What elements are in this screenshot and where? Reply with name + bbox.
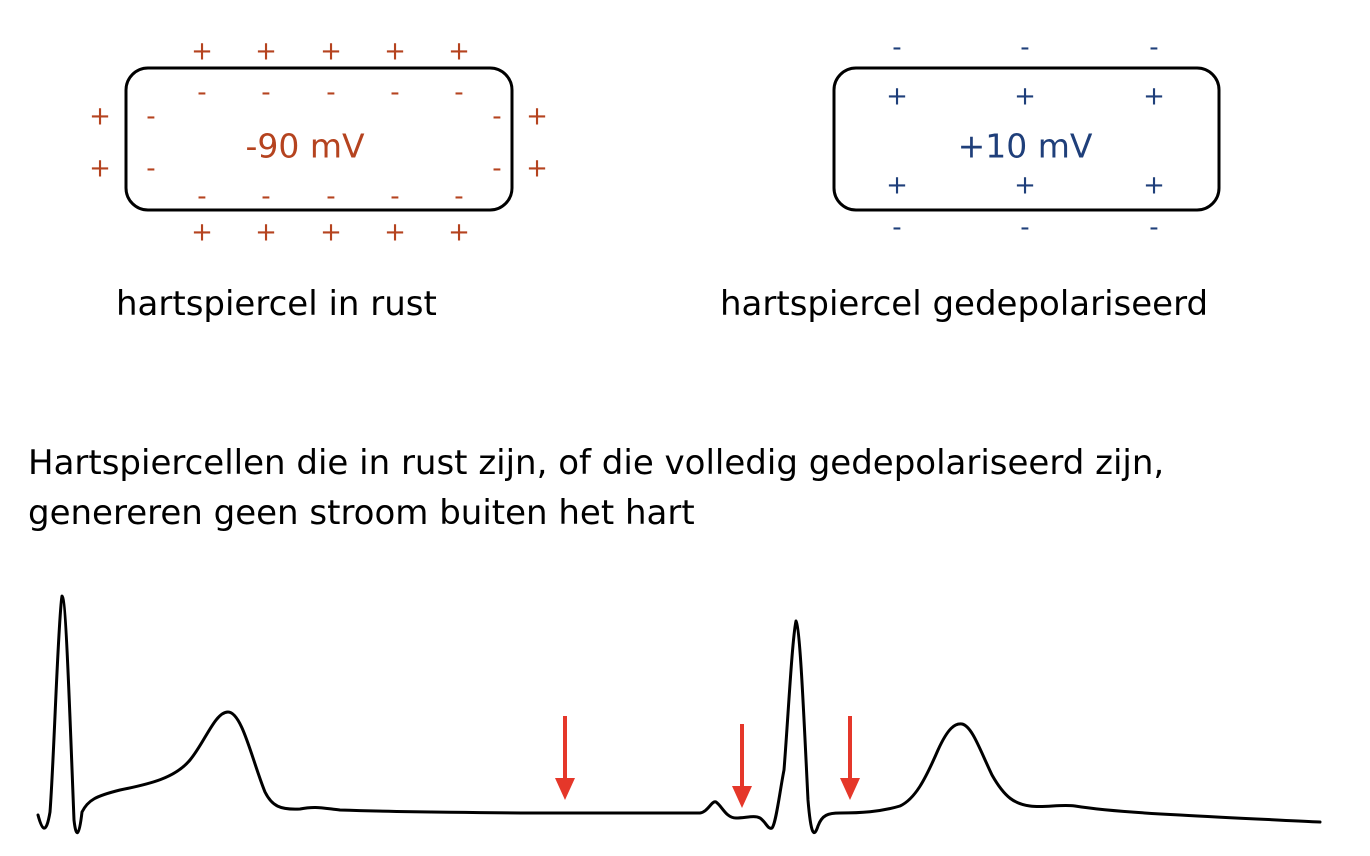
statement-line-2: genereren geen stroom buiten het hart [28,493,695,533]
resting-outside-charge: + [255,218,277,248]
red-arrow-1-head [555,778,575,800]
resting-cell-voltage: -90 mV [245,127,365,166]
resting-outside-charge: + [384,37,406,67]
red-arrow-2-head [732,786,752,808]
depolarized-outside-charge: - [1020,213,1029,243]
depolarized-outside-charge: - [892,213,901,243]
resting-inside-charge: - [261,78,270,108]
resting-inside-charge: - [454,78,463,108]
red-arrow-3 [840,716,860,800]
resting-inside-charge: - [146,102,155,132]
resting-inside-charge: - [326,182,335,212]
depolarized-outside-charge: - [1149,33,1158,63]
depolarized-cell-voltage: +10 mV [958,127,1093,166]
red-arrow-3-head [840,778,860,800]
depolarized-inside-charge: + [886,171,908,201]
resting-inside-charge: - [492,102,501,132]
resting-cell-caption: hartspiercel in rust [116,284,437,324]
resting-outside-charge: + [526,102,548,132]
depolarized-cell-membrane [832,66,1221,212]
depolarized-inside-charge: + [1143,82,1165,112]
red-arrows [555,716,860,808]
depolarized-cell: - - - + + + + + + - - - +10 mV [832,33,1221,243]
depolarized-outside-charge: - [892,33,901,63]
depolarized-inside-charge: + [1014,82,1036,112]
resting-outside-charge: + [448,37,470,67]
ecg-strip [36,594,1322,835]
depolarized-outside-charge: - [1020,33,1029,63]
depolarized-cell-charges: - - - + + + + + + - - - [886,33,1165,243]
depolarized-inside-charge: + [886,82,908,112]
red-arrow-2 [732,724,752,808]
resting-inside-charge: - [390,182,399,212]
resting-outside-charge: + [448,218,470,248]
resting-outside-charge: + [191,37,213,67]
depolarized-outside-charge: - [1149,213,1158,243]
depolarized-cell-caption: hartspiercel gedepolariseerd [720,284,1209,324]
resting-inside-charge: - [390,78,399,108]
resting-outside-charge: + [255,37,277,67]
resting-outside-charge: + [526,154,548,184]
resting-cell: +++++----------++++++--++--+ -90 mV [89,37,548,248]
resting-cell-membrane [124,66,514,212]
resting-inside-charge: - [197,182,206,212]
resting-outside-charge: + [89,154,111,184]
resting-cell-charges: +++++----------++++++--++--+ [89,37,548,248]
resting-inside-charge: - [492,154,501,184]
statement-text: Hartspiercellen die in rust zijn, of die… [28,438,1164,538]
resting-inside-charge: - [326,78,335,108]
resting-outside-charge: + [384,218,406,248]
ecg-trace [36,594,1322,835]
resting-outside-charge: + [320,218,342,248]
resting-inside-charge: - [197,78,206,108]
red-arrow-1 [555,716,575,800]
resting-inside-charge: - [146,154,155,184]
depolarized-inside-charge: + [1143,171,1165,201]
resting-outside-charge: + [89,102,111,132]
statement-line-1: Hartspiercellen die in rust zijn, of die… [28,443,1165,483]
resting-outside-charge: + [320,37,342,67]
resting-inside-charge: - [261,182,270,212]
depolarized-inside-charge: + [1014,171,1036,201]
resting-inside-charge: - [454,182,463,212]
resting-outside-charge: + [191,218,213,248]
